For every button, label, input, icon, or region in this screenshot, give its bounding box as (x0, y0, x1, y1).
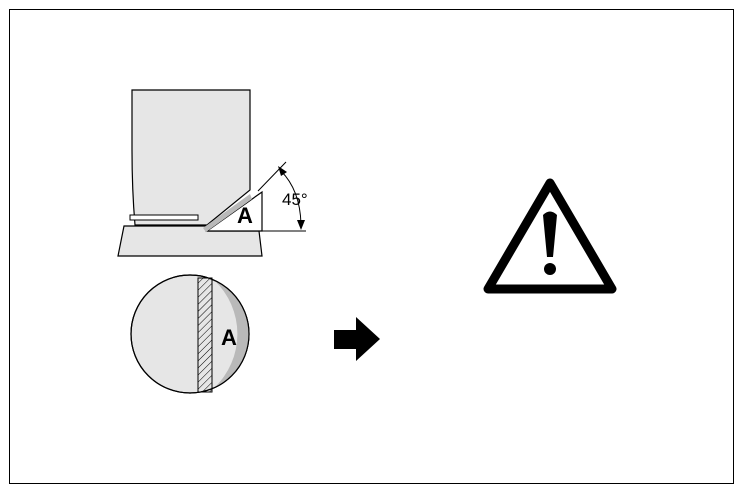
angle-arrowhead-top (278, 166, 287, 176)
cut-marker-label: A (237, 203, 253, 228)
blade-body (131, 89, 251, 226)
angle-arrowhead-bottom (297, 220, 305, 230)
figure-frame (9, 9, 734, 484)
arrow-right-icon (334, 317, 380, 361)
exclamation-dot (544, 263, 556, 275)
warning-triangle-icon (483, 178, 617, 294)
exclamation-bar (543, 211, 557, 257)
section-view: A (130, 274, 250, 394)
angle-dimension: 45° (257, 161, 308, 232)
section-shadow-crescent (214, 280, 250, 388)
blade-side-view: A (117, 89, 263, 257)
section-hatched-strip (197, 277, 213, 393)
section-circle-outline (130, 274, 250, 394)
angle-reference-line (257, 161, 287, 192)
blade-slot (129, 214, 199, 221)
angle-arc (280, 170, 302, 225)
bevel-edge-shadow (203, 194, 252, 232)
section-marker-label: A (221, 325, 237, 350)
angle-label: 45° (282, 190, 308, 209)
